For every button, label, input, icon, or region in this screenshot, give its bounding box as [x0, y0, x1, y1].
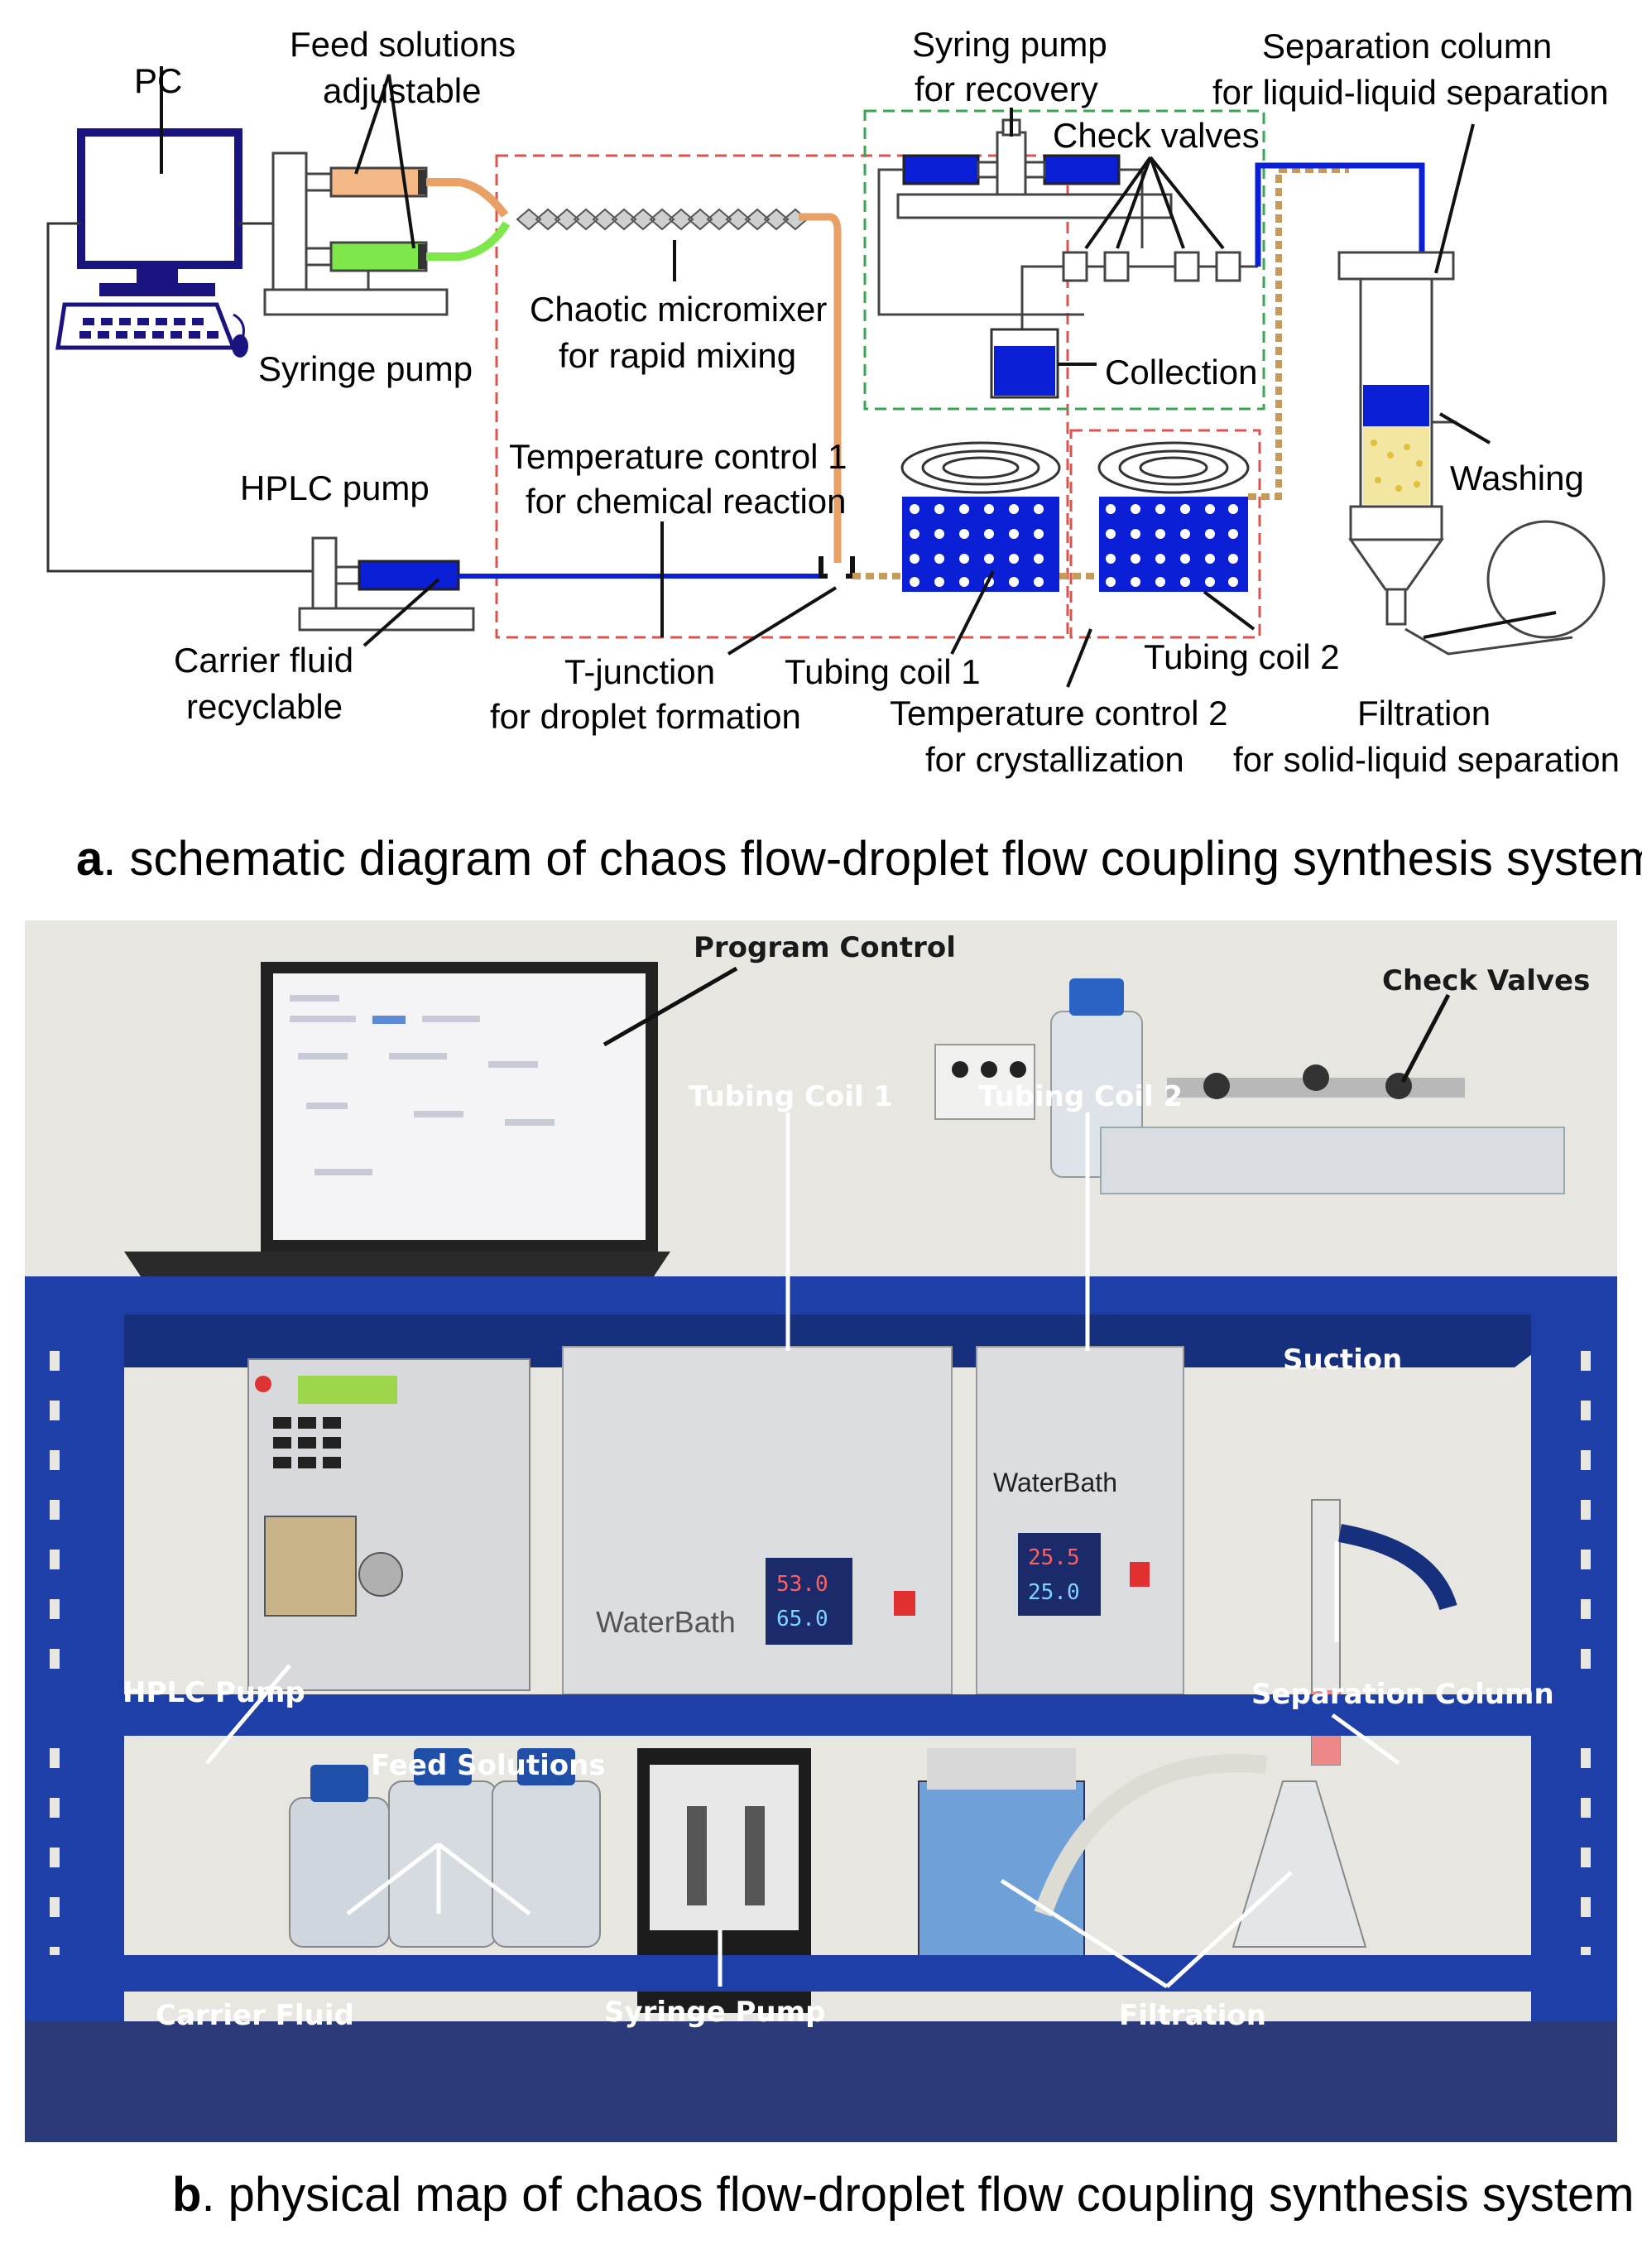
bath2-display-top: 25.5 [1028, 1545, 1080, 1570]
label-syringe-pump: Syringe pump [258, 349, 473, 388]
label-pc: PC [134, 61, 182, 100]
callout-lines-white [205, 1112, 1400, 1989]
bottles [289, 1748, 601, 1948]
label-hplc-pump: HPLC pump [240, 468, 430, 507]
label-carrier-1: Carrier fluid [174, 641, 353, 680]
label-check-valves: Check valves [1053, 116, 1260, 155]
label-tjunction-1: T-junction [564, 652, 715, 691]
separation-column-icon [1337, 251, 1457, 508]
tubing-coil-1-icon [900, 441, 1061, 592]
label-syringe-pump-photo: Syringe Pump [604, 1996, 825, 2029]
caption-b-text: . physical map of chaos flow-droplet flo… [201, 2168, 1635, 2222]
caption-a-letter: a [76, 832, 103, 886]
filtration-vacuum-line [1404, 627, 1573, 656]
recovery-syringe-pump-icon [896, 118, 1173, 219]
tubing-coil-2-icon [1097, 441, 1250, 592]
mixer-outlet-orange-tube [799, 213, 842, 563]
bath2-brand: WaterBath [993, 1468, 1117, 1497]
water-bath-1: 53.0 65.0 WaterBath [562, 1346, 953, 1695]
chaotic-micromixer-icon [516, 208, 809, 231]
right-post [1531, 1276, 1617, 2021]
schematic-diagram: PC Feed solutions adjustable Syringe pum… [46, 25, 1620, 779]
vacuum-pump-photo [918, 1748, 1268, 1972]
top-shelf [25, 1276, 1617, 1314]
bath1-brand: WaterBath [596, 1605, 736, 1639]
collection-beaker-icon [990, 328, 1059, 399]
caption-b-letter: b [172, 2168, 202, 2222]
bath2-display-bottom: 25.0 [1028, 1580, 1080, 1605]
bottom-shelf [25, 1955, 1617, 1992]
label-separation-2: for liquid-liquid separation [1212, 73, 1609, 112]
label-temp2-2: for crystallization [925, 740, 1184, 779]
hplc-pump-icon [298, 536, 475, 632]
label-tubing-coil-2: Tubing Coil 2 [978, 1080, 1183, 1113]
label-coil-2: Tubing coil 2 [1144, 637, 1340, 676]
caption-a-text: . schematic diagram of chaos flow-drople… [103, 832, 1642, 886]
physical-map-photo: 53.0 65.0 WaterBath 25.5 25.0 WaterBath [25, 920, 1617, 2142]
label-filtration-2: for solid-liquid separation [1233, 740, 1620, 779]
label-coil-1: Tubing coil 1 [785, 652, 981, 691]
bath1-display-bottom: 65.0 [776, 1607, 828, 1631]
label-separation-column-photo: Separation Column [1251, 1678, 1554, 1711]
check-valves-icon [877, 168, 1258, 331]
hplc-pump-photo [247, 1358, 531, 1691]
filtration-pointer [1423, 611, 1557, 639]
caption-b: b. physical map of chaos flow-droplet fl… [172, 2167, 1635, 2222]
label-feed-solutions-1: Feed solutions [290, 25, 516, 64]
left-post [25, 1276, 124, 2021]
temperature-control-2-box [1069, 429, 1261, 639]
feed-orange-tube [426, 178, 509, 218]
washing-pointer [1438, 412, 1491, 444]
recovery-box [863, 109, 1265, 411]
bath1-display-top: 53.0 [776, 1572, 828, 1597]
label-carrier-fluid-photo: Carrier Fluid [156, 1999, 354, 2032]
label-syring-recovery-2: for recovery [915, 70, 1098, 108]
droplet-tube-3 [1248, 166, 1349, 500]
label-hplc-pump-photo: HPLC Pump [122, 1676, 305, 1709]
label-filtration-photo: Filtration [1119, 1999, 1266, 2032]
recovery-syringe-pump-photo [1100, 1064, 1565, 1194]
laptop [124, 962, 670, 1276]
label-temp1-2: for chemical reaction [526, 482, 847, 521]
power-strip-and-bottle [934, 978, 1143, 1178]
callout-lines [603, 966, 1451, 1084]
pc-icon [55, 128, 248, 358]
label-separation-1: Separation column [1262, 26, 1552, 65]
label-syring-recovery-1: Syring pump [912, 25, 1107, 64]
water-bath-2: 25.5 25.0 WaterBath [976, 1346, 1184, 1695]
feed-syringe-pump-icon [263, 151, 449, 316]
label-chaotic-2: for rapid mixing [559, 336, 796, 375]
pc-control-line [46, 222, 313, 573]
label-program-control: Program Control [694, 931, 956, 964]
label-feed-solutions-2: adjustable [323, 71, 481, 110]
label-washing: Washing [1450, 459, 1584, 497]
label-feed-solutions-photo: Feed Solutions [371, 1749, 606, 1782]
label-temp2-1: Temperature control 2 [890, 694, 1228, 733]
label-suction: Suction [1283, 1343, 1402, 1377]
label-temp1-1: Temperature control 1 [509, 437, 847, 476]
floor [25, 2021, 1617, 2142]
feed-green-tube [426, 221, 511, 261]
label-carrier-2: recyclable [186, 687, 343, 726]
label-filtration-1: Filtration [1357, 694, 1491, 733]
filtration-flask-photo [1232, 1780, 1367, 1948]
pointer-lines [160, 66, 1475, 688]
label-tjunction-2: for droplet formation [490, 697, 801, 736]
temperature-control-1-box [495, 154, 1069, 639]
label-tubing-coil-1: Tubing Coil 1 [689, 1080, 893, 1113]
filtration-funnel-icon [1348, 505, 1606, 639]
label-check-valves-photo: Check Valves [1382, 964, 1590, 997]
caption-a: a. schematic diagram of chaos flow-dropl… [76, 831, 1642, 887]
label-chaotic-1: Chaotic micromixer [530, 290, 827, 329]
top-shelf-underside [58, 1314, 1584, 1367]
label-collection: Collection [1105, 353, 1257, 392]
